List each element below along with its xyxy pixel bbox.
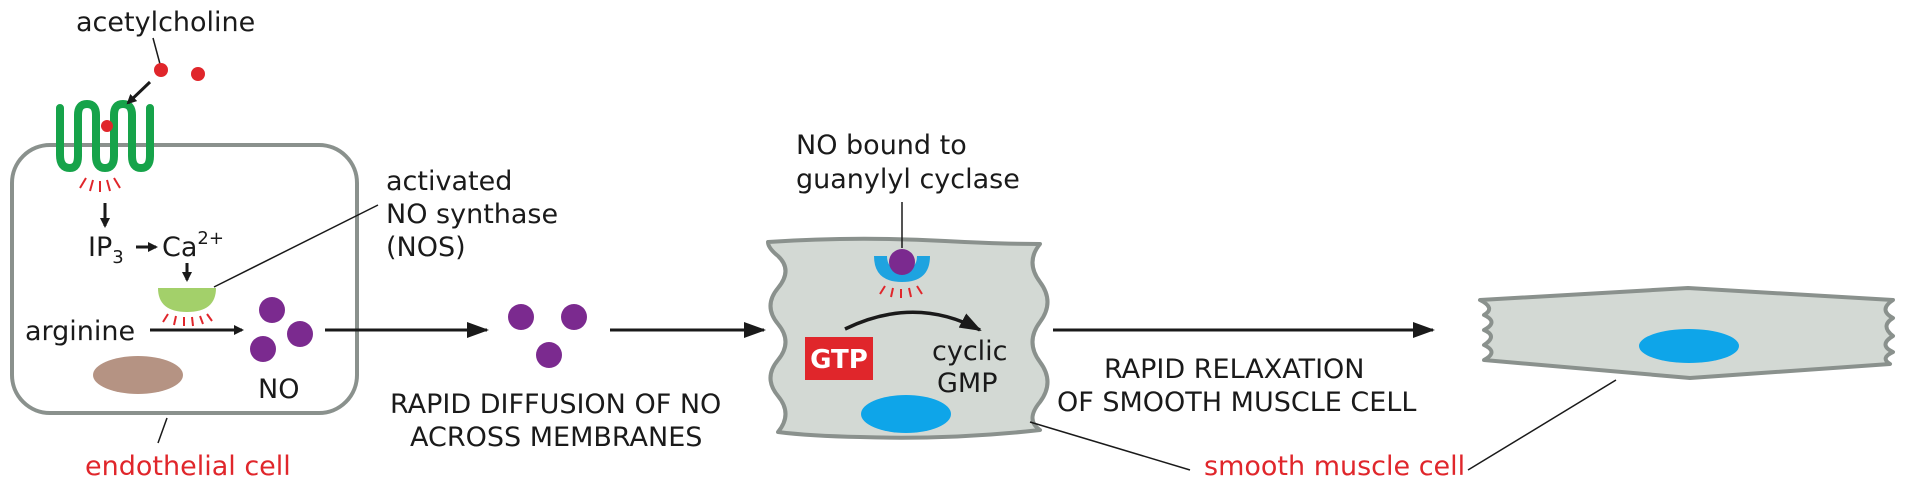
diffusion-label-line1: RAPID DIFFUSION OF NO [390,389,721,420]
smooth-muscle-leader-line-right [1467,379,1617,471]
activated-nos-label-line3: (NOS) [386,232,466,263]
bound-no-molecule [889,249,915,275]
relaxation-label-line1: RAPID RELAXATION [1104,354,1364,385]
endothelial-cell-label: endothelial cell [85,451,291,482]
acetylcholine-molecule [154,63,168,77]
receptor-activation-burst [79,177,121,192]
endothelial-nucleus [93,356,183,394]
gtp-label: GTP [810,345,868,375]
nos-leader-line [213,204,379,288]
guanylyl-cyclase-activation-burst [879,285,923,298]
diffusion-label-line2: ACROSS MEMBRANES [410,422,702,453]
endothelial-cell-leader-line [157,417,168,444]
cyclic-gmp-label-line2: GMP [937,368,998,399]
no-molecule [561,304,587,330]
cyclic-gmp-label-line1: cyclic [932,336,1008,367]
bound-acetylcholine [101,120,113,132]
activated-nos-label-line1: activated [386,166,512,197]
ip3-label: IP3 [88,232,124,268]
guanylyl-cyclase [874,256,930,282]
arginine-label: arginine [25,316,135,347]
gtp-to-cgmp-arrow [844,310,982,332]
no-label: NO [258,374,299,405]
ligand-binding-arrow [126,80,152,105]
activated-nos-label-line2: NO synthase [386,199,558,230]
smooth-muscle-cell-contracted [766,236,1050,440]
smooth-muscle-leader-line-left [1029,421,1191,471]
no-molecule [508,304,534,330]
no-bound-label-line1: NO bound to [796,130,967,161]
endothelial-cell-membrane [10,143,359,415]
acetylcholine-leader-line [152,37,161,65]
no-molecule [259,297,285,323]
calcium-label: Ca2+ [162,228,224,263]
no-molecule [250,336,276,362]
acetylcholine-label: acetylcholine [76,7,255,38]
relaxation-label-line2: OF SMOOTH MUSCLE CELL [1057,387,1416,418]
no-molecule [536,342,562,368]
smooth-muscle-cell-label: smooth muscle cell [1204,451,1465,482]
nos-activation-burst [162,313,213,327]
nos-enzyme [158,288,216,312]
gtp-box [805,337,873,380]
acetylcholine-receptor [56,100,154,172]
acetylcholine-molecule [191,67,205,81]
smooth-muscle-nucleus-relaxed [1639,329,1739,363]
no-molecule [287,321,313,347]
no-bound-label-line2: guanylyl cyclase [796,164,1020,195]
smooth-muscle-nucleus [861,395,951,433]
